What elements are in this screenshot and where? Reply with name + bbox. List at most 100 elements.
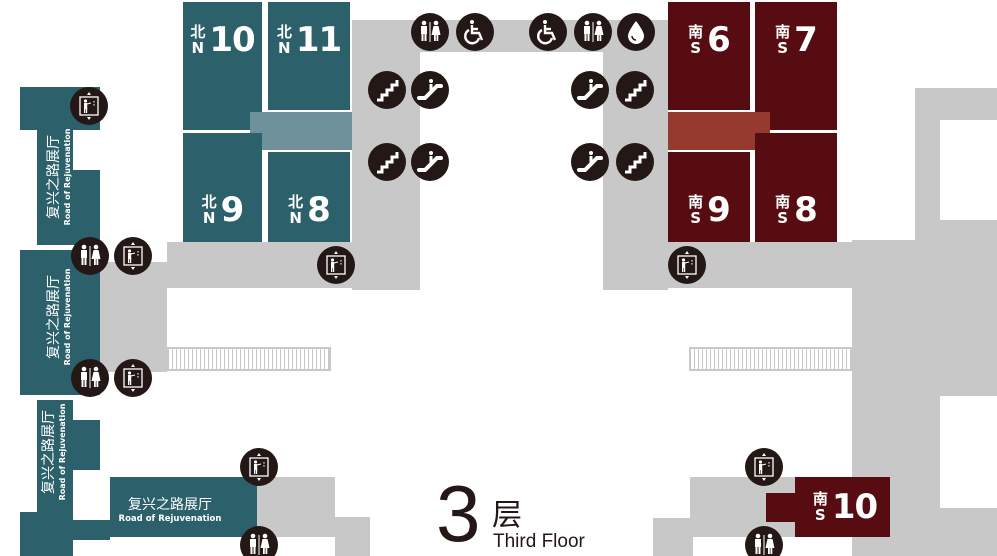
elevator-icon[interactable] [317, 246, 355, 284]
hall-dir: N [289, 209, 302, 227]
hall-zh: 南 [688, 23, 704, 41]
restroom-icon[interactable] [745, 526, 783, 556]
label-en: Road of Rejuvenation [58, 403, 67, 501]
hall-dir: N [191, 39, 205, 57]
hall-n11-shape [268, 2, 350, 110]
hall-zh: 北 [288, 193, 304, 211]
label-en: Road of Rejuvenation [118, 514, 222, 524]
restroom-icon[interactable] [411, 13, 449, 51]
hall-zh: 北 [201, 193, 217, 211]
escalator-icon[interactable] [411, 71, 449, 109]
north-corridor [250, 112, 352, 150]
hall-number: 6 [707, 20, 731, 60]
south-lobby [603, 242, 853, 288]
hall-zh: 南 [812, 490, 828, 508]
void [940, 396, 997, 508]
hall-zh: 南 [775, 193, 791, 211]
hall-dir: S [690, 39, 702, 57]
hall-s9-shape [668, 152, 750, 242]
label-zh: 复兴之路展厅 [46, 135, 62, 219]
hall-number: 7 [794, 20, 818, 60]
elevator-icon[interactable] [668, 246, 706, 284]
hall-dir: S [777, 209, 789, 227]
rejuvenation-shape [70, 170, 100, 245]
escalator-icon[interactable] [411, 143, 449, 181]
hall-number: 9 [220, 190, 245, 230]
sw-lobby-2 [335, 517, 370, 556]
stairs-icon[interactable] [368, 143, 406, 181]
elevator-icon[interactable] [114, 237, 152, 275]
restroom-icon[interactable] [240, 526, 278, 556]
hall-s8-shape [755, 133, 837, 242]
north-lobby [167, 242, 420, 288]
hall-s7-shape [755, 2, 837, 130]
escalator-icon[interactable] [571, 143, 609, 181]
hall-number: 8 [794, 190, 818, 230]
hall-n9-shape [183, 133, 262, 242]
floor-label-zh: 层 [492, 498, 522, 533]
rejuvenation-shape [110, 477, 257, 537]
wheelchair-icon[interactable] [529, 13, 567, 51]
hall-number: 10 [209, 20, 255, 60]
elevator-icon[interactable] [240, 448, 278, 486]
floor-label-en: Third Floor [493, 531, 585, 552]
hall-zh: 南 [775, 23, 791, 41]
hall-s10-shape-2 [766, 493, 796, 522]
label-en: Road of Rejuvenation [63, 268, 72, 366]
hall-dir: N [278, 39, 291, 57]
label-zh: 复兴之路展厅 [128, 497, 212, 513]
hall-n8-shape [268, 152, 350, 242]
elevator-icon[interactable] [114, 359, 152, 397]
hall-dir: S [777, 39, 789, 57]
hall-number: 9 [707, 190, 731, 230]
stairs-icon[interactable] [368, 71, 406, 109]
restroom-icon[interactable] [574, 13, 612, 51]
elevator-icon[interactable] [745, 448, 783, 486]
hall-zh: 北 [276, 23, 292, 41]
se-lobby-2 [653, 518, 693, 556]
label-zh: 复兴之路展厅 [46, 275, 62, 359]
hall-dir: N [202, 209, 216, 227]
hall-s6-shape [668, 2, 750, 110]
restroom-icon[interactable] [71, 237, 109, 275]
hall-number: 8 [307, 190, 331, 230]
stairs-icon[interactable] [616, 143, 654, 181]
stairs-icon[interactable] [616, 71, 654, 109]
hall-zh: 南 [688, 193, 704, 211]
elevator-icon[interactable] [70, 87, 108, 125]
hall-dir: S [690, 209, 702, 227]
label-zh: 复兴之路展厅 [41, 410, 57, 494]
hall-n10-shape [183, 2, 262, 130]
south-corridor [668, 112, 770, 150]
hall-number: 11 [295, 20, 342, 60]
rejuvenation-shape [37, 128, 73, 245]
rejuvenation-shape [70, 420, 100, 470]
hall-zh: 北 [190, 23, 206, 41]
rejuvenation-shape [70, 520, 110, 540]
escalator-icon[interactable] [571, 71, 609, 109]
hall-number: 10 [831, 487, 878, 527]
void [940, 120, 997, 220]
hall-dir: S [814, 506, 826, 524]
wheelchair-icon[interactable] [456, 13, 494, 51]
restroom-icon[interactable] [71, 359, 109, 397]
railing-east [689, 347, 853, 371]
railing-west [167, 347, 331, 371]
water-drop-icon[interactable] [617, 13, 655, 51]
hall-s10-shape [795, 477, 890, 537]
west-passage [100, 262, 167, 372]
